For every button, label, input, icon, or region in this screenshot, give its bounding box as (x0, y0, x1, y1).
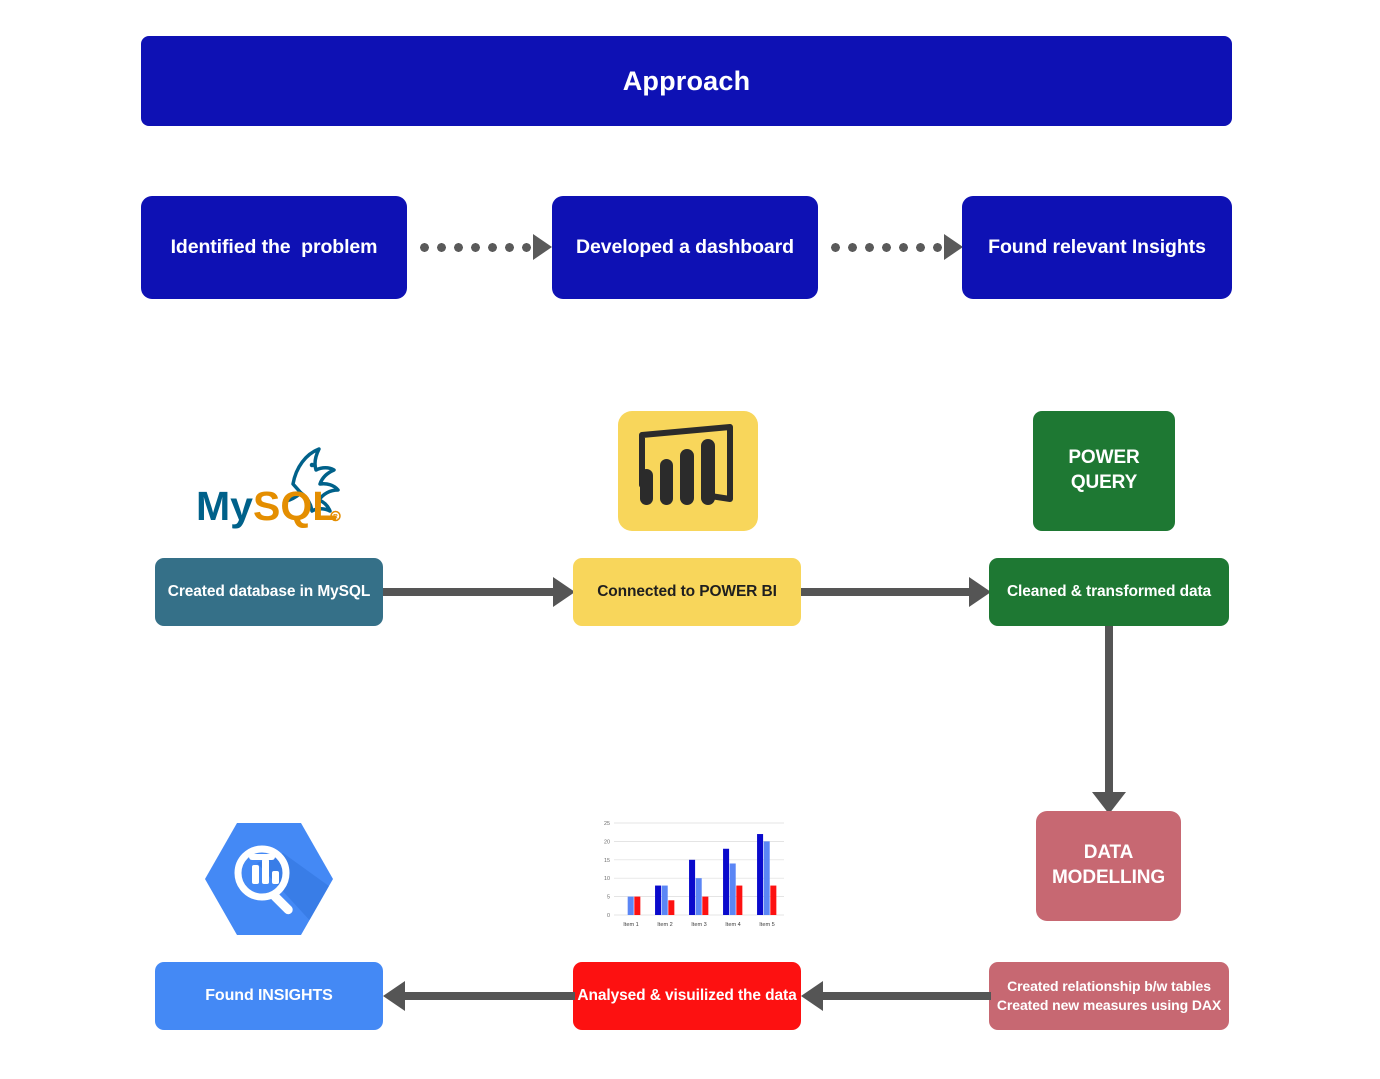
svg-text:0: 0 (607, 913, 610, 919)
flow-step-developed-dashboard[interactable]: Developed a dashboard (552, 196, 818, 299)
svg-text:5: 5 (607, 895, 610, 901)
arrowhead-left-icon (383, 981, 405, 1011)
arrow-shaft (383, 588, 553, 596)
arrowhead-down-icon (1092, 792, 1126, 814)
pipeline-step-created-relationships[interactable]: Created relationship b/w tables Created … (989, 962, 1229, 1030)
svg-text:Item 1: Item 1 (623, 922, 639, 928)
dotted-connector-2 (827, 234, 963, 260)
svg-text:My: My (196, 483, 253, 529)
badge-data-modelling: DATA MODELLING (1036, 811, 1181, 921)
pipeline-step-created-database[interactable]: Created database in MySQL (155, 558, 383, 626)
svg-text:Item 2: Item 2 (657, 922, 673, 928)
badge-power-query: POWER QUERY (1033, 411, 1175, 531)
arrowhead-right-icon (944, 234, 963, 260)
dotted-connector-1 (416, 234, 552, 260)
svg-text:Item 4: Item 4 (725, 922, 741, 928)
arrow-shaft (823, 992, 991, 1000)
arrowhead-left-icon (801, 981, 823, 1011)
arrow-shaft (1105, 626, 1113, 792)
pipeline-step-analysed-visualized[interactable]: Analysed & visuilized the data (573, 962, 801, 1030)
arrow-cleaned-to-data-modelling (1092, 626, 1126, 814)
dotted-line (827, 242, 944, 252)
svg-text:Item 5: Item 5 (759, 922, 775, 928)
svg-text:SQL: SQL (253, 483, 337, 529)
pipeline-step-connected-powerbi[interactable]: Connected to POWER BI (573, 558, 801, 626)
arrowhead-right-icon (969, 577, 991, 607)
flow-step-identified-problem[interactable]: Identified the problem (141, 196, 407, 299)
svg-text:Item 3: Item 3 (691, 922, 707, 928)
svg-text:R: R (333, 514, 338, 521)
arrow-relationships-to-analysed (801, 981, 991, 1011)
svg-text:25: 25 (604, 821, 610, 827)
svg-text:10: 10 (604, 876, 610, 882)
arrowhead-right-icon (553, 577, 575, 607)
power-bi-logo (618, 411, 758, 531)
arrow-shaft (801, 588, 969, 596)
mysql-logo: My SQL R (193, 445, 353, 540)
arrow-mysql-to-powerbi (383, 577, 575, 607)
flow-step-found-insights[interactable]: Found relevant Insights (962, 196, 1232, 299)
arrow-shaft (405, 992, 575, 1000)
arrowhead-right-icon (533, 234, 552, 260)
data-insights-hexagon-icon (205, 819, 333, 939)
dotted-line (416, 242, 533, 252)
pipeline-step-cleaned-transformed[interactable]: Cleaned & transformed data (989, 558, 1229, 626)
svg-text:15: 15 (604, 858, 610, 864)
pipeline-step-found-insights[interactable]: Found INSIGHTS (155, 962, 383, 1030)
arrow-powerbi-to-cleaned (801, 577, 991, 607)
svg-text:20: 20 (604, 839, 610, 845)
page-title: Approach (141, 36, 1232, 126)
arrow-analysed-to-insights (383, 981, 575, 1011)
